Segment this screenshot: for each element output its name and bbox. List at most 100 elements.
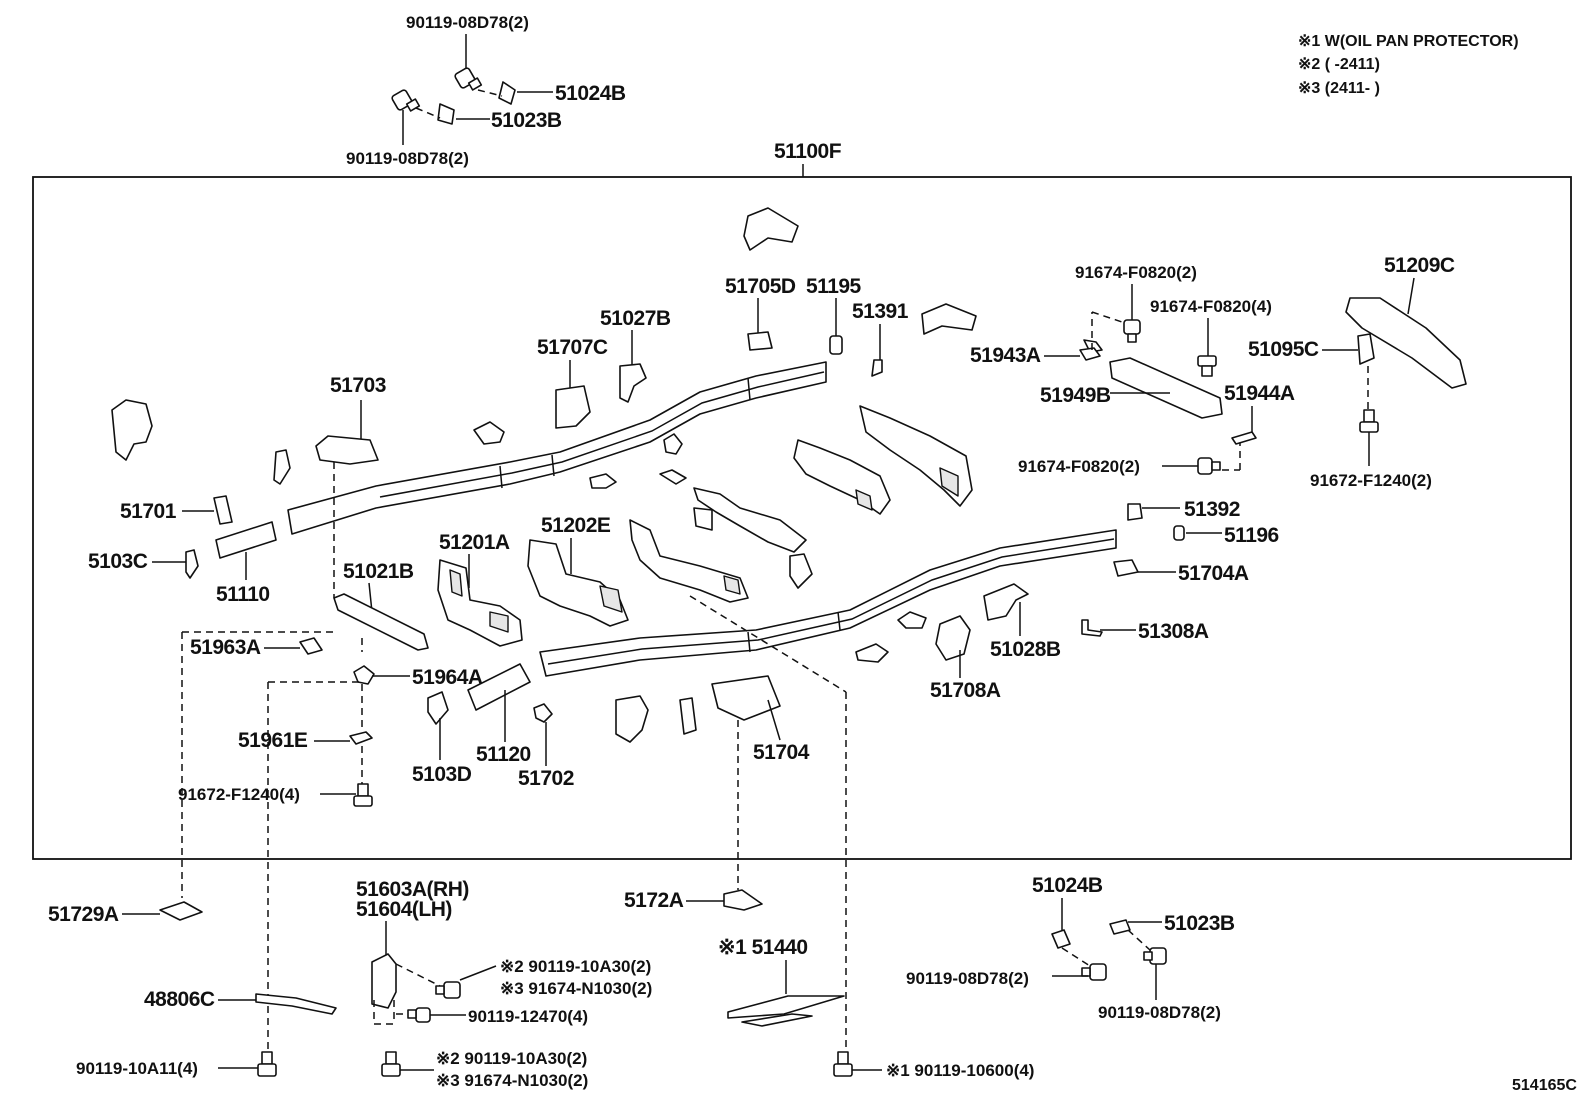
label-91674-F0820-2-c[interactable]: 91674-F0820(2) [1018,457,1140,476]
label-90119-10A30-2-b[interactable]: ※2 90119-10A30(2) [436,1049,587,1068]
part-51021B [333,593,429,651]
label-51202E[interactable]: 51202E [541,514,611,537]
label-51949B[interactable]: 51949B [1040,384,1111,407]
part-90119-08D78-2-d [1143,947,1167,965]
part-51702 [533,703,553,723]
label-90119-12470-4[interactable]: 90119-12470(4) [468,1007,588,1026]
label-51308A[interactable]: 51308A [1138,620,1209,643]
label-51021B[interactable]: 51021B [343,560,414,583]
part-91674-F0820-2-a [1123,319,1141,343]
label-5172A[interactable]: 5172A [624,889,684,912]
part-51120 [467,663,531,711]
label-90119-10600-4[interactable]: ※1 90119-10600(4) [886,1061,1034,1080]
label-5103D[interactable]: 5103D [412,763,472,786]
label-51703[interactable]: 51703 [330,374,386,397]
part-51027B [619,363,647,403]
label-51391[interactable]: 51391 [852,300,909,323]
part-51703 [315,435,379,465]
part-51391 [871,359,883,377]
label-91674-N1030-2-b[interactable]: ※3 91674-N1030(2) [436,1071,588,1090]
part-51196 [1173,525,1185,541]
label-51944A[interactable]: 51944A [1224,382,1295,405]
label-51195[interactable]: 51195 [806,275,862,298]
label-51100F[interactable]: 51100F [774,140,842,163]
label-51964A[interactable]: 51964A [412,666,483,689]
part-bracket-small-left [273,449,291,485]
label-91674-F0820-4[interactable]: 91674-F0820(4) [1150,297,1272,316]
frame-rail-upper [287,361,827,535]
part-5103C [185,549,199,579]
label-51701[interactable]: 51701 [120,500,177,523]
frame-assembly-box [32,176,1572,860]
part-51705D [747,331,773,351]
label-51023B-lower[interactable]: 51023B [1164,912,1235,935]
label-top-51024B[interactable]: 51024B [555,82,626,105]
label-51963A[interactable]: 51963A [190,636,261,659]
part-51392 [1127,503,1143,521]
label-51704A[interactable]: 51704A [1178,562,1249,585]
label-90119-08D78-2-d[interactable]: 90119-08D78(2) [1098,1003,1221,1022]
label-51027B[interactable]: 51027B [600,307,671,330]
label-51603A-RH[interactable]: 51603A(RH) [356,878,469,901]
part-91674-F0820-4 [1197,355,1217,377]
label-5103C[interactable]: 5103C [88,550,148,573]
part-51028B [983,583,1029,621]
part-51095C [1357,333,1375,365]
part-bolt-lower [381,1051,401,1077]
part-51024B-lower [1051,929,1071,949]
label-top-51023B[interactable]: 51023B [491,109,562,132]
part-51603A-51604 [371,953,397,1009]
label-51704[interactable]: 51704 [753,741,810,764]
label-51028B[interactable]: 51028B [990,638,1061,661]
label-90119-08D78-2-c[interactable]: 90119-08D78(2) [906,969,1029,988]
part-51195 [829,335,843,355]
part-51308A [1081,619,1103,637]
label-48806C[interactable]: 48806C [144,988,215,1011]
label-51201A[interactable]: 51201A [439,531,510,554]
label-51120[interactable]: 51120 [476,743,531,766]
label-top-bolt-2[interactable]: 90119-08D78(2) [346,149,469,168]
part-51707C [555,385,591,429]
part-bracket-lower-a [615,695,649,743]
bracket-center-part [693,487,807,553]
label-51961E[interactable]: 51961E [238,729,308,752]
label-51392[interactable]: 51392 [1184,498,1240,521]
label-90119-10A11-4[interactable]: 90119-10A11(4) [76,1059,198,1078]
part-51729A [159,901,203,921]
label-51702[interactable]: 51702 [518,767,574,790]
label-51095C[interactable]: 51095C [1248,338,1319,361]
part-90119-10A11-4 [257,1051,277,1077]
part-48806C [255,993,337,1015]
top-51023B-part [437,103,455,125]
label-51196[interactable]: 51196 [1224,524,1279,547]
label-51024B-lower[interactable]: 51024B [1032,874,1103,897]
part-51961E [349,731,373,745]
part-51708A [935,615,971,661]
crossmember-51201A-part [437,559,523,647]
part-51704A [1113,559,1139,577]
label-51708A[interactable]: 51708A [930,679,1001,702]
part-bracket-lower-b [679,697,697,735]
label-51729A[interactable]: 51729A [48,903,119,926]
note-1: ※1 W(OIL PAN PROTECTOR) [1298,33,1519,50]
top-bolt-1-part [454,67,483,91]
label-51705D[interactable]: 51705D [725,275,796,298]
top-51024B-part [498,81,516,105]
label-51209C[interactable]: 51209C [1384,254,1455,277]
label-51707C[interactable]: 51707C [537,336,608,359]
label-91674-N1030-2-a[interactable]: ※3 91674-N1030(2) [500,979,652,998]
label-91672-F1240-4[interactable]: 91672-F1240(4) [178,785,300,804]
label-90119-10A30-2-a[interactable]: ※2 90119-10A30(2) [500,957,651,976]
part-90119-08D78-2-c [1081,963,1107,981]
label-51943A[interactable]: 51943A [970,344,1041,367]
part-51440 [727,995,845,1019]
label-51110[interactable]: 51110 [216,583,270,606]
label-91672-F1240-2[interactable]: 91672-F1240(2) [1310,471,1432,490]
small-brackets [473,207,1103,663]
label-top-bolt-1[interactable]: 90119-08D78(2) [406,13,529,32]
label-51440[interactable]: ※1 51440 [718,936,808,959]
label-91674-F0820-2-a[interactable]: 91674-F0820(2) [1075,263,1197,282]
label-51604-LH[interactable]: 51604(LH) [356,898,452,921]
